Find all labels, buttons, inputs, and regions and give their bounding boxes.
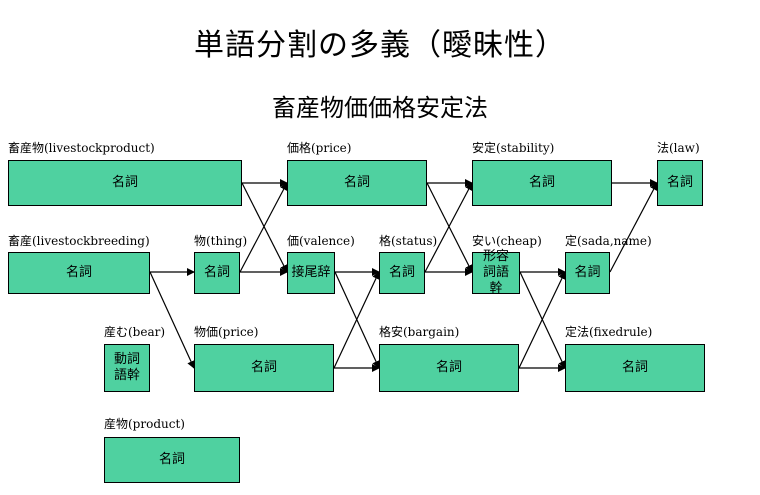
diagram-title: 単語分割の多義（曖昧性） — [194, 28, 566, 63]
edge — [149, 271, 195, 369]
node-label-umu: 産む(bear) — [104, 325, 166, 339]
node-label-mono: 物(thing) — [194, 234, 248, 248]
node-label-sada: 定(sada,name) — [565, 234, 652, 248]
node-kaku: 名詞 — [379, 252, 425, 294]
node-label-teihou: 定法(fixedrule) — [565, 325, 653, 339]
node-label-yasui: 安い(cheap) — [472, 234, 542, 248]
node-label-chikusanbutsu: 畜産物(livestockproduct) — [8, 141, 155, 155]
node-label-hou: 法(law) — [657, 141, 700, 155]
node-hou: 名詞 — [657, 160, 703, 206]
node-label-bukka: 物価(price) — [194, 325, 259, 339]
node-antei: 名詞 — [472, 160, 612, 206]
diagram-subtitle: 畜産物価価格安定法 — [272, 94, 488, 122]
node-label-ka: 価(valence) — [287, 234, 355, 248]
node-teihou: 名詞 — [565, 344, 705, 392]
edge — [241, 182, 288, 273]
node-label-chikusan: 畜産(livestockbreeding) — [8, 234, 150, 248]
edge — [426, 182, 473, 273]
node-umu: 動詞語幹 — [104, 344, 150, 392]
node-label-kakuyasu: 格安(bargain) — [379, 325, 460, 339]
node-kakuyasu: 名詞 — [379, 344, 519, 392]
node-bukka: 名詞 — [194, 344, 334, 392]
node-label-kaku: 格(status) — [379, 234, 438, 248]
edge — [518, 271, 566, 369]
node-yasui: 形容詞語幹 — [472, 249, 520, 296]
edge — [424, 182, 473, 273]
node-label-sanbutsu: 産物(product) — [104, 417, 185, 431]
node-label-antei: 安定(stability) — [472, 141, 555, 155]
edge — [333, 271, 380, 369]
node-ka: 接尾辞 — [287, 252, 335, 294]
edge — [609, 182, 658, 273]
node-kakaku: 名詞 — [287, 160, 427, 206]
node-chikusanbutsu: 名詞 — [8, 160, 242, 206]
node-sanbutsu: 名詞 — [104, 437, 240, 483]
node-sada: 名詞 — [565, 252, 610, 294]
edge — [239, 182, 288, 273]
node-chikusan: 名詞 — [8, 252, 150, 294]
node-mono: 名詞 — [194, 252, 240, 294]
node-label-kakaku: 価格(price) — [287, 141, 352, 155]
